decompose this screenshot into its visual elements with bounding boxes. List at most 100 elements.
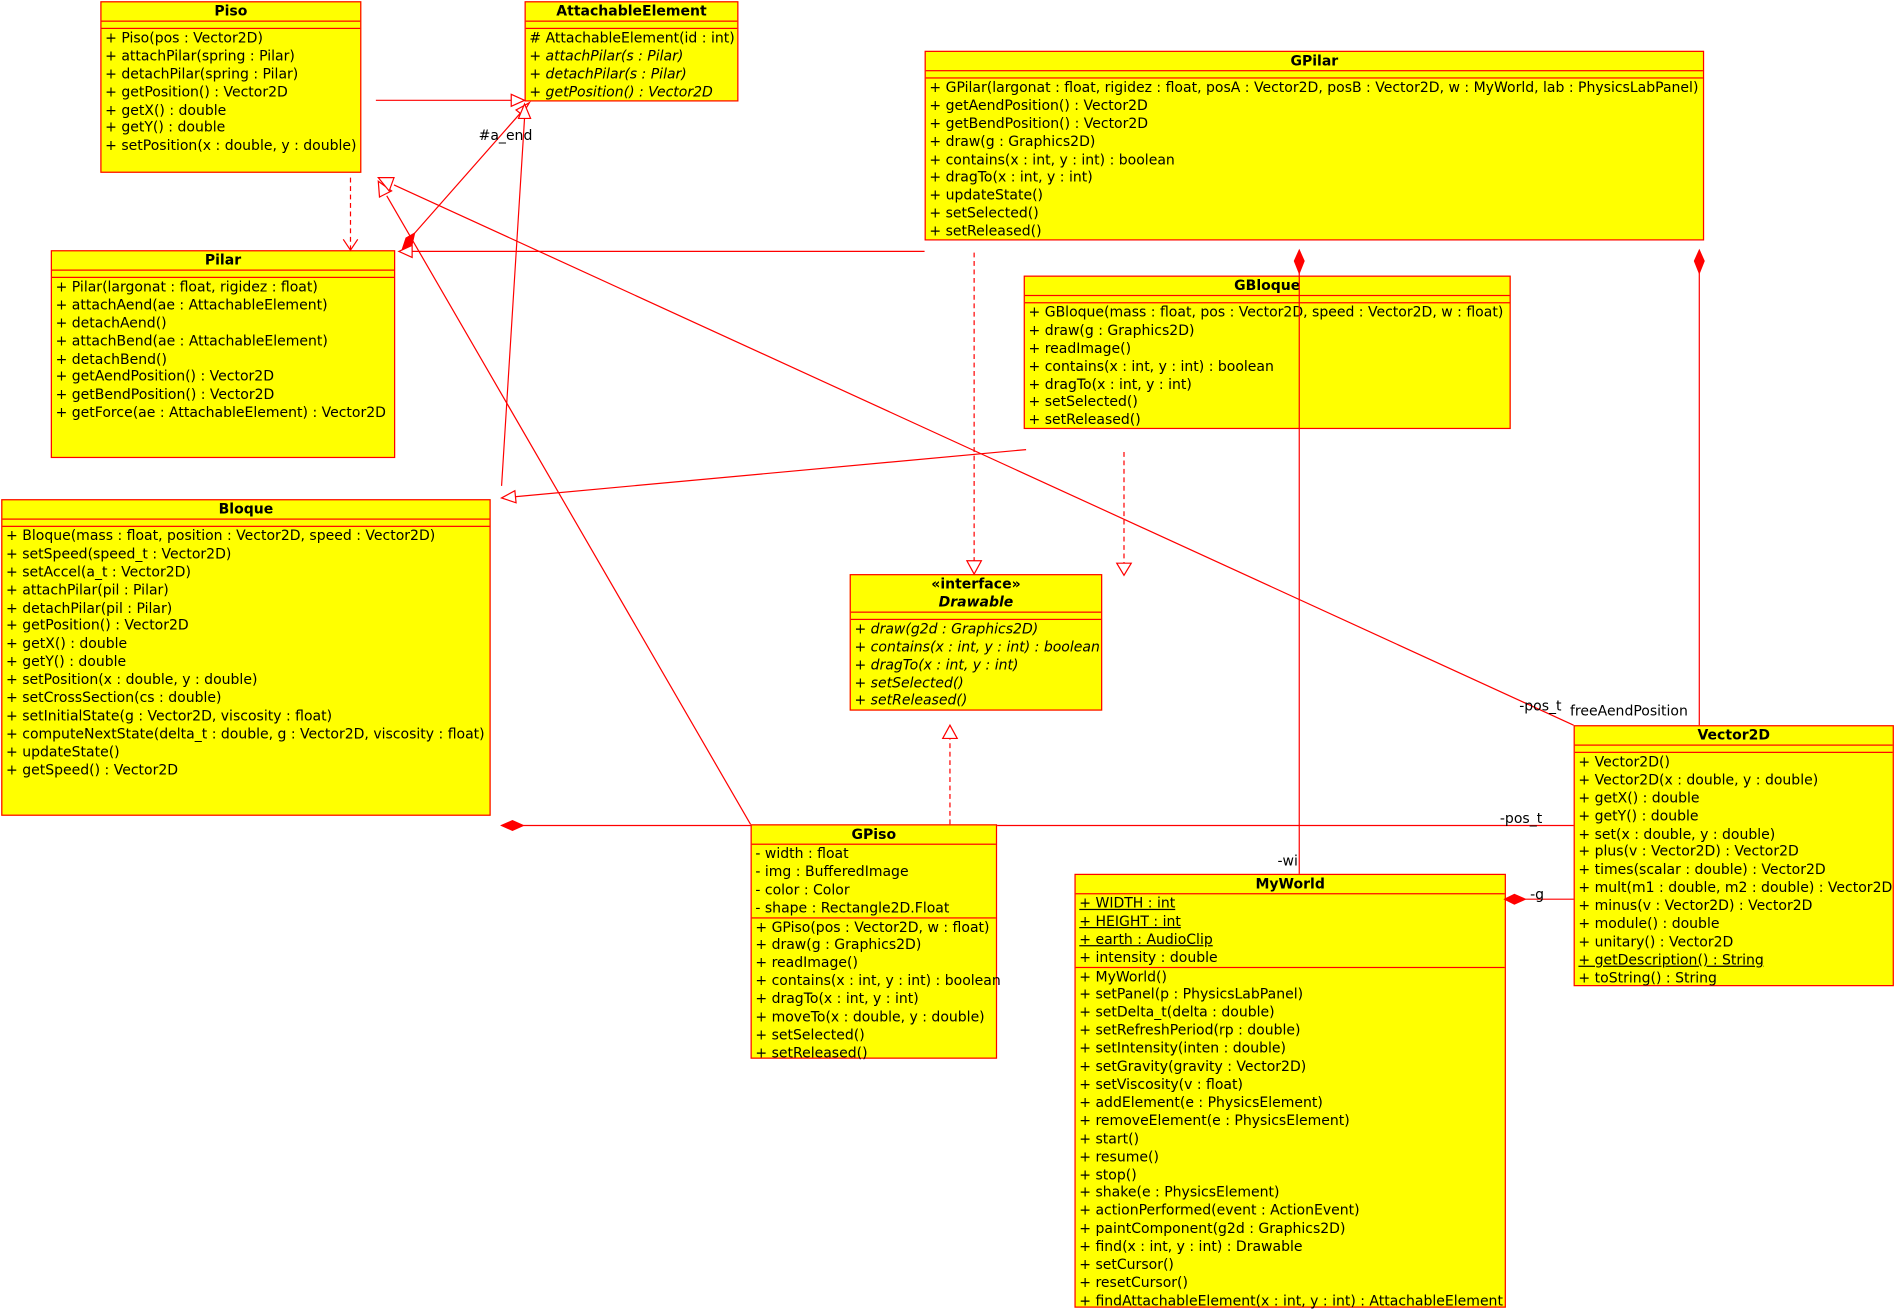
- operation-row: + GPiso(pos : Vector2D, w : float): [755, 917, 990, 935]
- operations-compartment: + Pilar(largonat : float, rigidez : floa…: [52, 278, 394, 422]
- operation-row: + setReleased(): [1028, 411, 1141, 429]
- operations-compartment: + Vector2D()+ Vector2D(x : double, y : d…: [1575, 753, 1893, 987]
- operation-row: + Vector2D(): [1578, 752, 1670, 770]
- class-attachable-element[interactable]: AttachableElement# AttachableElement(id …: [524, 1, 739, 102]
- hollow-triangle-arrowhead: [377, 180, 393, 198]
- operation-row: + resetCursor(): [1079, 1273, 1188, 1291]
- operation-row: + contains(x : int, y : int) : boolean: [755, 972, 1001, 989]
- hollow-triangle-arrowhead: [941, 723, 959, 740]
- class-header: GPiso: [751, 825, 996, 845]
- operation-row: + detachAend(): [55, 313, 167, 331]
- filled-diamond: [1293, 248, 1305, 275]
- attribute-row: + intensity : double: [1079, 948, 1218, 966]
- class-vector2d[interactable]: Vector2D + Vector2D()+ Vector2D(x : doubl…: [1573, 725, 1894, 987]
- class-header: Pilar: [51, 251, 395, 271]
- operation-row: + paintComponent(g2d : Graphics2D): [1079, 1219, 1346, 1237]
- open-arrowhead: [342, 238, 359, 252]
- class-gpiso[interactable]: GPiso - width : float- img : BufferedImag…: [750, 824, 1001, 1061]
- class-header: Piso: [101, 2, 361, 22]
- class-bloque[interactable]: Bloque + Bloque(mass : float, position : …: [1, 499, 491, 816]
- operation-row: + GBloque(mass : float, pos : Vector2D, …: [1028, 303, 1504, 321]
- operation-row: + toString() : String: [1578, 969, 1717, 986]
- operation-row: + plus(v : Vector2D) : Vector2D: [1578, 842, 1799, 860]
- attribute-row: + earth : AudioClip: [1079, 930, 1213, 948]
- operation-row: + setCursor(): [1079, 1255, 1174, 1273]
- operation-row: + setAccel(a_t : Vector2D): [6, 562, 191, 580]
- open-arrowhead-a-end: [514, 101, 532, 116]
- operation-row: + getBendPosition() : Vector2D: [55, 385, 275, 403]
- operation-row: + start(): [1079, 1129, 1140, 1147]
- operations-compartment: + Bloque(mass : float, position : Vector…: [2, 527, 489, 779]
- operation-row: + setInitialState(g : Vector2D, viscosit…: [6, 706, 333, 724]
- attributes-compartment: - width : float- img : BufferedImage- co…: [751, 845, 996, 918]
- class-myworld[interactable]: MyWorld+ WIDTH : int+ HEIGHT : int+ eart…: [1074, 873, 1506, 1309]
- operation-row: + findAttachableElement(x : int, y : int…: [1079, 1291, 1503, 1309]
- attributes-compartment: [101, 22, 361, 29]
- edge-label-pos-t-gpiso: -pos_t: [1499, 809, 1543, 827]
- attributes-compartment: [51, 271, 395, 278]
- operation-row: + minus(v : Vector2D) : Vector2D: [1578, 896, 1813, 914]
- operations-compartment: # AttachableElement(id : int)+ attachPil…: [526, 29, 738, 101]
- edge-label-wi: -wi: [1277, 852, 1298, 869]
- attributes-compartment: [925, 71, 1703, 79]
- operation-row: + getBendPosition() : Vector2D: [929, 114, 1149, 132]
- operation-row: + actionPerformed(event : ActionEvent): [1079, 1201, 1360, 1219]
- class-name: GBloque: [1234, 276, 1301, 294]
- hollow-triangle-arrowhead: [397, 244, 413, 259]
- operations-compartment: + Piso(pos : Vector2D)+ attachPilar(spri…: [102, 29, 361, 155]
- operation-row: + getAendPosition() : Vector2D: [929, 96, 1148, 114]
- class-name: Piso: [214, 2, 248, 20]
- attributes-compartment: [850, 613, 1102, 620]
- class-gpilar[interactable]: GPilar+ GPilar(largonat : float, rigidez…: [924, 50, 1705, 241]
- class-header: MyWorld: [1075, 875, 1505, 895]
- operation-row: + addElement(e : PhysicsElement): [1079, 1093, 1323, 1111]
- class-pilar[interactable]: Pilar + Pilar(largonat : float, rigidez :…: [50, 250, 396, 459]
- edge-gbloque-generalization: [514, 448, 1027, 498]
- class-name: GPiso: [851, 825, 897, 843]
- operation-row: + mult(m1 : double, m2 : double) : Vecto…: [1578, 878, 1893, 896]
- class-name: Bloque: [218, 500, 274, 518]
- operation-row: + draw(g : Graphics2D): [929, 132, 1096, 150]
- operations-compartment: + draw(g2d : Graphics2D)+ contains(x : i…: [851, 620, 1101, 710]
- class-header: GBloque: [1024, 276, 1510, 296]
- class-header: «interface»Drawable: [850, 575, 1102, 613]
- class-name: Vector2D: [1697, 726, 1770, 744]
- operation-row: + GPilar(largonat : float, rigidez : flo…: [929, 78, 1699, 96]
- operation-row: + times(scalar : double) : Vector2D: [1578, 860, 1826, 878]
- attribute-row: - color : Color: [755, 880, 850, 898]
- class-stereotype: «interface»: [931, 575, 1021, 593]
- class-gbloque[interactable]: GBloque + GBloque(mass : float, pos : Vec…: [1023, 275, 1511, 430]
- operation-row: + setSelected(): [929, 204, 1039, 222]
- operation-row: + find(x : int, y : int) : Drawable: [1079, 1237, 1303, 1255]
- attributes-compartment: [1574, 746, 1893, 753]
- operation-row: + getPosition() : Vector2D: [6, 616, 189, 634]
- operation-row: + dragTo(x : int, y : int): [854, 655, 1019, 673]
- operation-row: + getY() : double: [105, 118, 226, 136]
- operation-row: + setSpeed(speed_t : Vector2D): [6, 544, 232, 562]
- operation-row: + getPosition() : Vector2D: [529, 82, 713, 100]
- attribute-row: + HEIGHT : int: [1079, 912, 1181, 930]
- operation-row: + getX() : double: [105, 100, 227, 118]
- operation-row: + attachPilar(pil : Pilar): [6, 580, 169, 598]
- operation-row: + removeElement(e : PhysicsElement): [1079, 1111, 1350, 1129]
- operation-row: + setPosition(x : double, y : double): [6, 670, 258, 688]
- edge-bloque-generalization: [500, 118, 526, 486]
- operation-row: + contains(x : int, y : int) : boolean: [929, 150, 1175, 168]
- class-piso[interactable]: Piso + Piso(pos : Vector2D)+ attachPilar(…: [100, 1, 362, 173]
- operation-row: + setRefreshPeriod(rp : double): [1079, 1021, 1301, 1039]
- operation-row: + getX() : double: [6, 634, 128, 652]
- operation-row: + detachPilar(spring : Pilar): [105, 64, 299, 82]
- filled-diamond: [1693, 248, 1705, 275]
- operations-compartment: + GPiso(pos : Vector2D, w : float)+ draw…: [752, 917, 1001, 1062]
- operations-compartment: + GPilar(largonat : float, rigidez : flo…: [926, 78, 1703, 240]
- operation-row: + detachPilar(s : Pilar): [529, 64, 687, 82]
- operation-row: + setReleased(): [854, 691, 968, 709]
- operation-row: + dragTo(x : int, y : int): [755, 990, 919, 1007]
- filled-diamond: [500, 819, 525, 831]
- operation-row: + attachPilar(s : Pilar): [529, 46, 684, 64]
- operation-row: + setGravity(gravity : Vector2D): [1079, 1057, 1307, 1075]
- operation-row: + draw(g : Graphics2D): [755, 935, 922, 953]
- attributes-compartment: + WIDTH : int+ HEIGHT : int+ earth : Aud…: [1075, 894, 1505, 968]
- class-drawable[interactable]: «interface»Drawable + draw(g2d : Graphics…: [849, 574, 1103, 711]
